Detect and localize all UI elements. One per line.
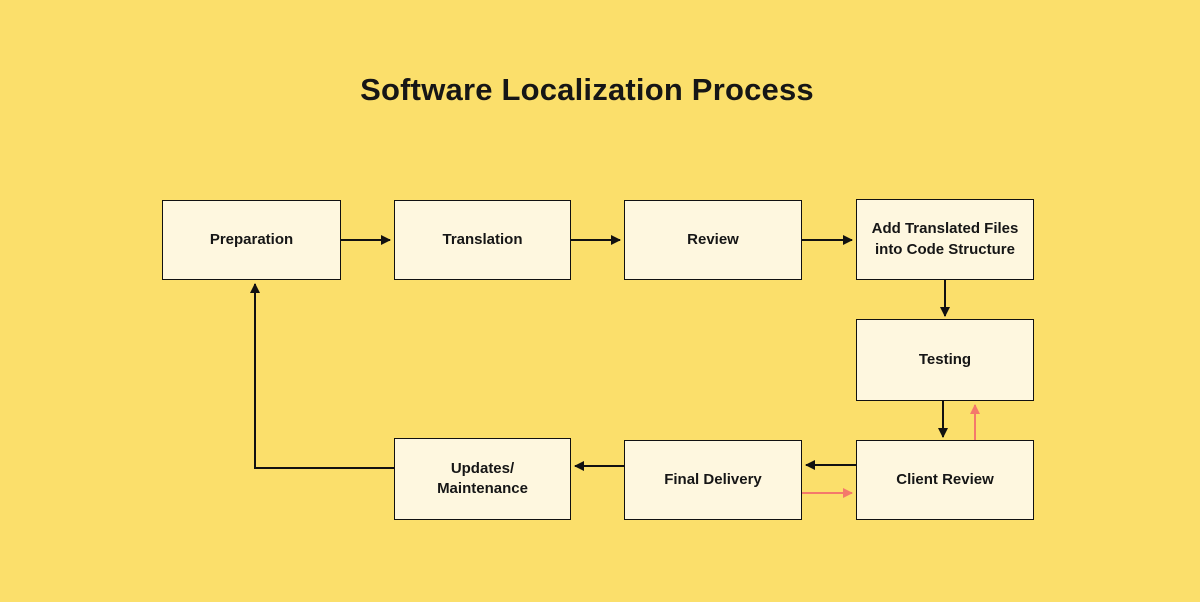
node-updates-maintenance-label: Updates/ Maintenance	[437, 459, 528, 497]
arrow-updates-to-preparation	[250, 283, 394, 469]
node-client-review: Client Review	[856, 440, 1034, 520]
node-review-label: Review	[687, 230, 739, 248]
node-add-translated-files: Add Translated Files into Code Structure	[856, 199, 1034, 280]
node-review: Review	[624, 200, 802, 280]
node-client-review-label: Client Review	[896, 470, 994, 488]
node-preparation: Preparation	[162, 200, 341, 280]
diagram-title: Software Localization Process	[360, 72, 814, 107]
node-final-delivery: Final Delivery	[624, 440, 802, 520]
node-updates-maintenance: Updates/ Maintenance	[394, 438, 571, 520]
node-preparation-label: Preparation	[209, 230, 294, 248]
node-add-translated-files-label: Add Translated Files into Code Structure	[871, 220, 1019, 258]
node-testing: Testing	[856, 319, 1034, 401]
node-translation: Translation	[394, 200, 571, 280]
node-translation-label: Translation	[442, 230, 523, 248]
node-final-delivery-label: Final Delivery	[664, 470, 762, 488]
node-testing-label: Testing	[918, 350, 972, 368]
